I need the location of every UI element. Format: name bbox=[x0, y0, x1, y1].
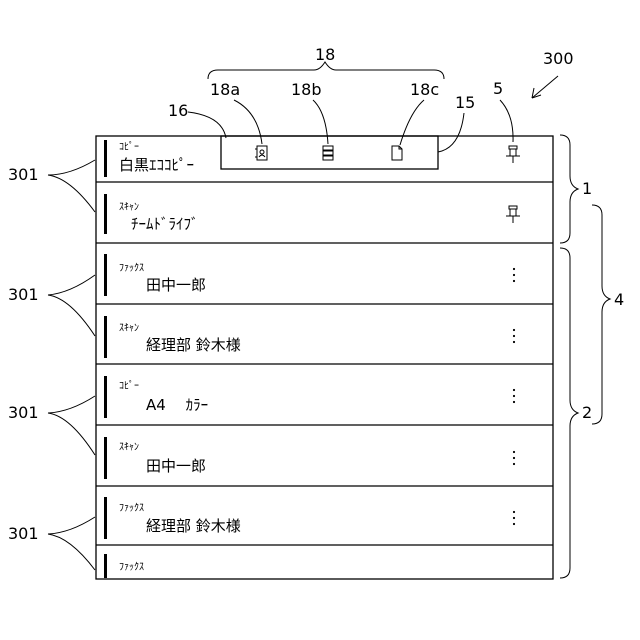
row-category: ｽｷｬﾝ bbox=[119, 442, 139, 453]
label-301: 301 bbox=[8, 403, 39, 422]
label-18b: 18b bbox=[291, 80, 322, 99]
pushpin-icon[interactable] bbox=[506, 146, 520, 163]
row-accent-bar bbox=[104, 376, 107, 418]
pushpin-icon[interactable] bbox=[506, 206, 520, 223]
reference-18c: 18c bbox=[400, 80, 439, 145]
row-category: ﾌｧｯｸｽ bbox=[119, 561, 144, 573]
address-book-icon[interactable] bbox=[255, 146, 267, 160]
row-category: ﾌｧｯｸｽ bbox=[119, 262, 144, 274]
label-301: 301 bbox=[8, 524, 39, 543]
row-category: ﾌｧｯｸｽ bbox=[119, 502, 144, 514]
row-accent-bar bbox=[104, 140, 107, 177]
label-301: 301 bbox=[8, 285, 39, 304]
vertical-ellipsis-icon[interactable] bbox=[513, 389, 515, 403]
row-separators bbox=[96, 182, 553, 545]
row-accent-bar bbox=[104, 254, 107, 296]
reference-18a: 18a bbox=[210, 80, 262, 144]
list-item-5[interactable]: ｺﾋﾟｰ A4 ｶﾗｰ bbox=[104, 376, 515, 418]
list-item-2[interactable]: ｽｷｬﾝ ﾁｰﾑﾄﾞﾗｲﾌﾞ bbox=[104, 194, 520, 234]
label-300: 300 bbox=[543, 49, 574, 68]
list-item-6[interactable]: ｽｷｬﾝ 田中一郎 bbox=[104, 437, 515, 479]
row-name: 経理部 鈴木様 bbox=[146, 517, 241, 535]
reference-18b: 18b bbox=[291, 80, 328, 144]
row-accent-bar bbox=[104, 497, 107, 539]
document-icon[interactable] bbox=[392, 146, 402, 160]
label-2: 2 bbox=[582, 403, 592, 422]
list-item-1[interactable]: ｺﾋﾟｰ 白黒ｴｺｺﾋﾟｰ bbox=[104, 140, 520, 177]
reference-301-b: 301 bbox=[8, 275, 95, 336]
vertical-ellipsis-icon[interactable] bbox=[513, 511, 515, 525]
vertical-ellipsis-icon[interactable] bbox=[513, 268, 515, 282]
reference-1: 1 bbox=[560, 135, 592, 243]
label-16: 16 bbox=[168, 101, 188, 120]
row-name: 経理部 鈴木様 bbox=[146, 336, 241, 354]
toolbar-popup bbox=[221, 136, 438, 169]
list-icon[interactable] bbox=[323, 146, 333, 160]
row-name: A4 ｶﾗｰ bbox=[146, 396, 208, 414]
label-4: 4 bbox=[614, 290, 624, 309]
label-1: 1 bbox=[582, 179, 592, 198]
list-frame bbox=[96, 136, 553, 579]
row-category: ｽｷｬﾝ bbox=[119, 202, 139, 213]
row-category: ｺﾋﾟｰ bbox=[119, 380, 139, 392]
row-category: ｽｷｬﾝ bbox=[119, 323, 139, 334]
list-item-3[interactable]: ﾌｧｯｸｽ 田中一郎 bbox=[104, 254, 515, 296]
reference-18: 18 bbox=[208, 45, 444, 79]
reference-2: 2 bbox=[560, 248, 592, 578]
row-name: 田中一郎 bbox=[146, 457, 206, 475]
row-accent-bar bbox=[104, 316, 107, 358]
reference-301-c: 301 bbox=[8, 396, 95, 455]
list-item-8[interactable]: ﾌｧｯｸｽ bbox=[104, 554, 144, 578]
list-item-4[interactable]: ｽｷｬﾝ 経理部 鈴木様 bbox=[104, 316, 515, 358]
list-item-7[interactable]: ﾌｧｯｸｽ 経理部 鈴木様 bbox=[104, 497, 515, 539]
label-15: 15 bbox=[455, 93, 475, 112]
row-category: ｺﾋﾟｰ bbox=[119, 141, 139, 153]
label-301: 301 bbox=[8, 165, 39, 184]
vertical-ellipsis-icon[interactable] bbox=[513, 329, 515, 343]
reference-5: 5 bbox=[493, 79, 513, 142]
label-5: 5 bbox=[493, 79, 503, 98]
reference-16: 16 bbox=[168, 101, 226, 138]
row-name: 白黒ｴｺｺﾋﾟｰ bbox=[119, 156, 194, 174]
row-name: 田中一郎 bbox=[146, 276, 206, 294]
reference-301-a: 301 bbox=[8, 160, 95, 212]
reference-15: 15 bbox=[438, 93, 475, 152]
reference-301-d: 301 bbox=[8, 517, 95, 570]
label-18c: 18c bbox=[410, 80, 439, 99]
row-accent-bar bbox=[104, 554, 107, 578]
row-accent-bar bbox=[104, 194, 107, 234]
vertical-ellipsis-icon[interactable] bbox=[513, 451, 515, 465]
reference-4: 4 bbox=[592, 205, 624, 424]
row-name: ﾁｰﾑﾄﾞﾗｲﾌﾞ bbox=[131, 215, 199, 233]
label-18: 18 bbox=[315, 45, 335, 64]
row-accent-bar bbox=[104, 437, 107, 479]
reference-300: 300 bbox=[532, 49, 574, 98]
label-18a: 18a bbox=[210, 80, 240, 99]
